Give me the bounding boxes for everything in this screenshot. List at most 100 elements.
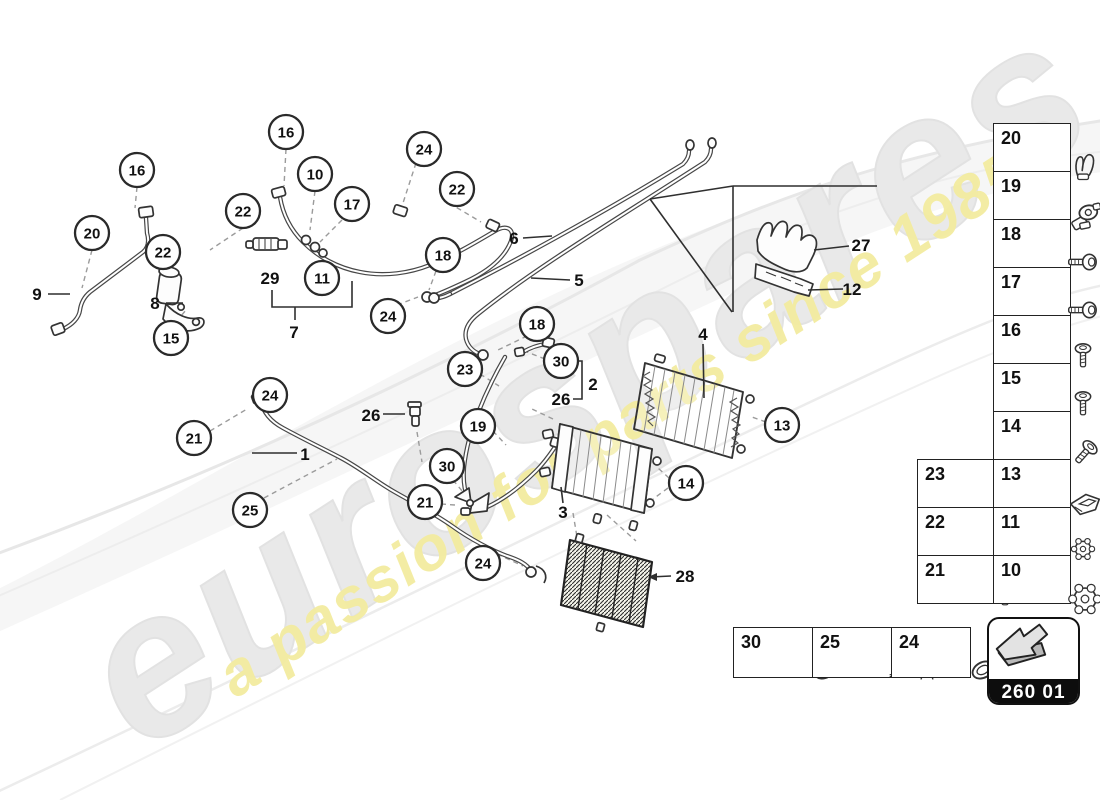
parts-table-cell-30[interactable]: 30 (733, 627, 837, 679)
part-number-label-1: 1 (300, 445, 309, 464)
callout-circle-16[interactable]: 16 (267, 113, 305, 151)
parts-table-cell-17[interactable]: 17 (993, 267, 1097, 318)
callout-circle-22[interactable]: 22 (144, 233, 182, 271)
svg-text:22: 22 (449, 182, 466, 199)
part-ref-number: 19 (1001, 176, 1022, 196)
svg-text:24: 24 (416, 142, 433, 159)
part-ref-number: 25 (820, 632, 841, 652)
part-ref-number: 17 (1001, 272, 1022, 292)
part-number-label-26: 26 (362, 406, 381, 425)
callout-circle-13[interactable]: 13 (763, 406, 801, 444)
valve-26 (407, 401, 422, 427)
condenser-4 (633, 353, 755, 459)
condenser-3 (538, 423, 662, 532)
callout-circle-24[interactable]: 24 (464, 544, 502, 582)
part-ref-number: 13 (1001, 464, 1022, 484)
part-number-label-4: 4 (698, 325, 708, 344)
parts-table-cell-23[interactable]: 23 (917, 459, 1018, 510)
part-number-label-29: 29 (261, 269, 280, 288)
svg-text:11: 11 (314, 271, 330, 288)
svg-text:17: 17 (344, 197, 361, 214)
svg-text:16: 16 (278, 125, 295, 142)
part-ref-number: 16 (1001, 320, 1022, 340)
part-ref-number: 18 (1001, 224, 1022, 244)
callout-circle-24[interactable]: 24 (369, 297, 407, 335)
parts-table-cell-21[interactable]: 21 (917, 555, 1014, 605)
callout-circle-19[interactable]: 19 (459, 407, 497, 445)
parts-table-cell-10[interactable]: 10 (993, 555, 1100, 614)
callout-circle-21[interactable]: 21 (175, 419, 213, 457)
part-number-label-7: 7 (289, 323, 298, 342)
callout-circle-22[interactable]: 22 (438, 170, 476, 208)
svg-text:22: 22 (155, 245, 172, 262)
callout-circle-17[interactable]: 17 (333, 185, 371, 223)
parts-table-cell-25[interactable]: 25 (812, 627, 947, 680)
bracket-8 (155, 266, 205, 332)
part-number-label-9: 9 (32, 285, 41, 304)
pipe-7 (270, 185, 515, 303)
part-number-label-2: 2 (588, 375, 597, 394)
part-number-label-27: 27 (852, 236, 871, 255)
part-ref-number: 10 (1001, 560, 1022, 580)
callout-circle-10[interactable]: 10 (296, 155, 334, 193)
sensor-29 (245, 237, 288, 251)
pipe-1 (250, 390, 547, 584)
parts-table-cell-24[interactable]: 24 (891, 627, 995, 679)
callout-circle-15[interactable]: 15 (152, 319, 190, 357)
part-ref-number: 11 (1001, 512, 1021, 532)
svg-text:19: 19 (470, 419, 487, 436)
callout-circle-25[interactable]: 25 (231, 491, 269, 529)
callout-circle-20[interactable]: 20 (73, 214, 111, 252)
svg-text:16: 16 (129, 163, 146, 180)
callout-circle-22[interactable]: 22 (224, 192, 262, 230)
svg-text:18: 18 (529, 317, 546, 334)
parts-table-cell-18[interactable]: 18 (993, 219, 1097, 270)
svg-text:21: 21 (186, 431, 203, 448)
callout-circle-18[interactable]: 18 (518, 305, 556, 343)
parts-table-cell-19[interactable]: 19 (993, 171, 1100, 230)
parts-table-cell-22[interactable]: 22 (917, 507, 1018, 558)
callout-circle-16[interactable]: 16 (118, 151, 156, 189)
parts-table-cell-20[interactable]: 20 (993, 123, 1095, 180)
shroud-28 (559, 532, 654, 633)
svg-text:21: 21 (417, 495, 434, 512)
part-ref-number: 24 (899, 632, 920, 652)
callout-circle-24[interactable]: 24 (251, 376, 289, 414)
part-ref-number: 20 (1001, 128, 1022, 148)
part-ref-number: 15 (1001, 368, 1022, 388)
parts-table-cell-15[interactable]: 15 (993, 363, 1092, 415)
callout-circle-21[interactable]: 21 (406, 483, 444, 521)
svg-text:14: 14 (678, 476, 695, 493)
parts-table-cell-14[interactable]: 14 (993, 411, 1098, 463)
callout-circle-30[interactable]: 30 (428, 447, 466, 485)
back-arrow-3d-icon (989, 619, 1078, 679)
part-ref-number: 21 (925, 560, 946, 580)
callout-circle-24[interactable]: 24 (405, 130, 443, 168)
part-ref-number: 14 (1001, 416, 1022, 436)
svg-text:30: 30 (439, 459, 456, 476)
parts-table-cell-13[interactable]: 13 (993, 459, 1100, 515)
section-code-badge[interactable]: 260 01 (987, 617, 1080, 705)
part-number-label-6: 6 (509, 229, 518, 248)
callout-circle-18[interactable]: 18 (424, 236, 462, 274)
part-number-label-26: 26 (552, 390, 571, 409)
bracket-27 (756, 220, 818, 273)
svg-text:24: 24 (262, 388, 279, 405)
section-code: 260 01 (989, 679, 1078, 703)
callout-circle-14[interactable]: 14 (667, 464, 705, 502)
bracket-12 (754, 263, 814, 297)
part-number-label-28: 28 (676, 567, 695, 586)
svg-text:18: 18 (435, 248, 452, 265)
parts-table-cell-11[interactable]: 11 (993, 507, 1096, 560)
callout-circle-11[interactable]: 11 (303, 259, 341, 297)
callout-circle-23[interactable]: 23 (446, 350, 484, 388)
svg-text:13: 13 (774, 418, 791, 435)
part-ref-number: 23 (925, 464, 946, 484)
parts-table-cell-16[interactable]: 16 (993, 315, 1092, 367)
svg-text:10: 10 (307, 167, 324, 184)
dashed-leader-lines (81, 148, 767, 567)
part-number-label-12: 12 (843, 280, 862, 299)
callout-circle-30[interactable]: 30 (542, 342, 580, 380)
svg-text:22: 22 (235, 204, 252, 221)
